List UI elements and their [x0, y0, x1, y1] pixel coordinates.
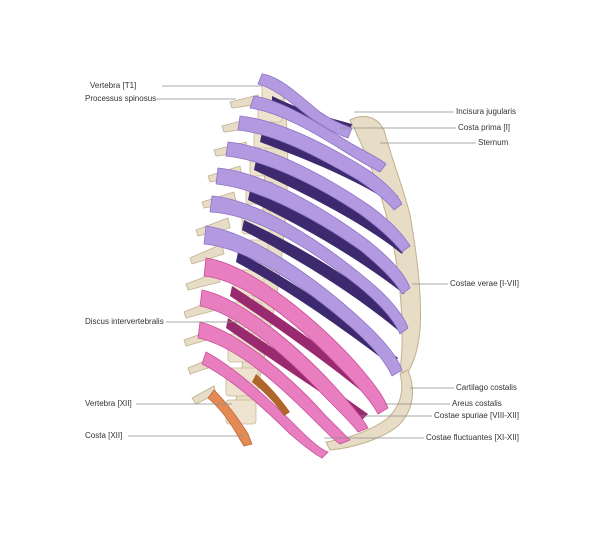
label-vertebra-xii: Vertebra [XII] [85, 399, 132, 408]
label-processus-spinosus: Processus spinosus [85, 94, 157, 103]
rib-6 [209, 195, 409, 335]
label-vertebra-t1: Vertebra [T1] [90, 81, 137, 90]
label-incisura-jugularis: Incisura jugularis [456, 107, 517, 116]
rib-2 [249, 95, 387, 173]
spinous-process [189, 243, 225, 265]
label-sternum: Sternum [478, 138, 509, 147]
label-costae-fluctuantes: Costae fluctuantes [XI-XII] [426, 433, 519, 442]
rib-4 [225, 141, 411, 253]
rib-10 [197, 321, 351, 445]
rib-3 [237, 115, 403, 211]
label-costa-xii: Costa [XII] [85, 431, 123, 440]
rib-5 [215, 167, 411, 295]
label-costae-spuriae: Costae spuriae [VIII-XII] [434, 411, 519, 420]
label-areus-costalis: Areus costalis [452, 399, 502, 408]
costal-cartilage [325, 369, 414, 451]
rib-11 [201, 351, 329, 459]
leader-lines [128, 85, 476, 439]
label-costa-prima: Costa prima [I] [458, 123, 511, 132]
rib-7 [203, 225, 403, 377]
true-ribs [203, 73, 411, 377]
false-ribs [197, 257, 389, 445]
label-costae-verae: Costae verae [I-VII] [450, 279, 519, 288]
true-ribs-back [236, 96, 408, 366]
rib-1 [257, 73, 353, 139]
rib-8 [203, 257, 389, 415]
label-cartilago-costalis: Cartilago costalis [456, 383, 517, 392]
label-discus-intervertebralis: Discus intervertebralis [85, 317, 164, 326]
rib-9 [199, 289, 369, 433]
rib-12-back [252, 374, 290, 416]
